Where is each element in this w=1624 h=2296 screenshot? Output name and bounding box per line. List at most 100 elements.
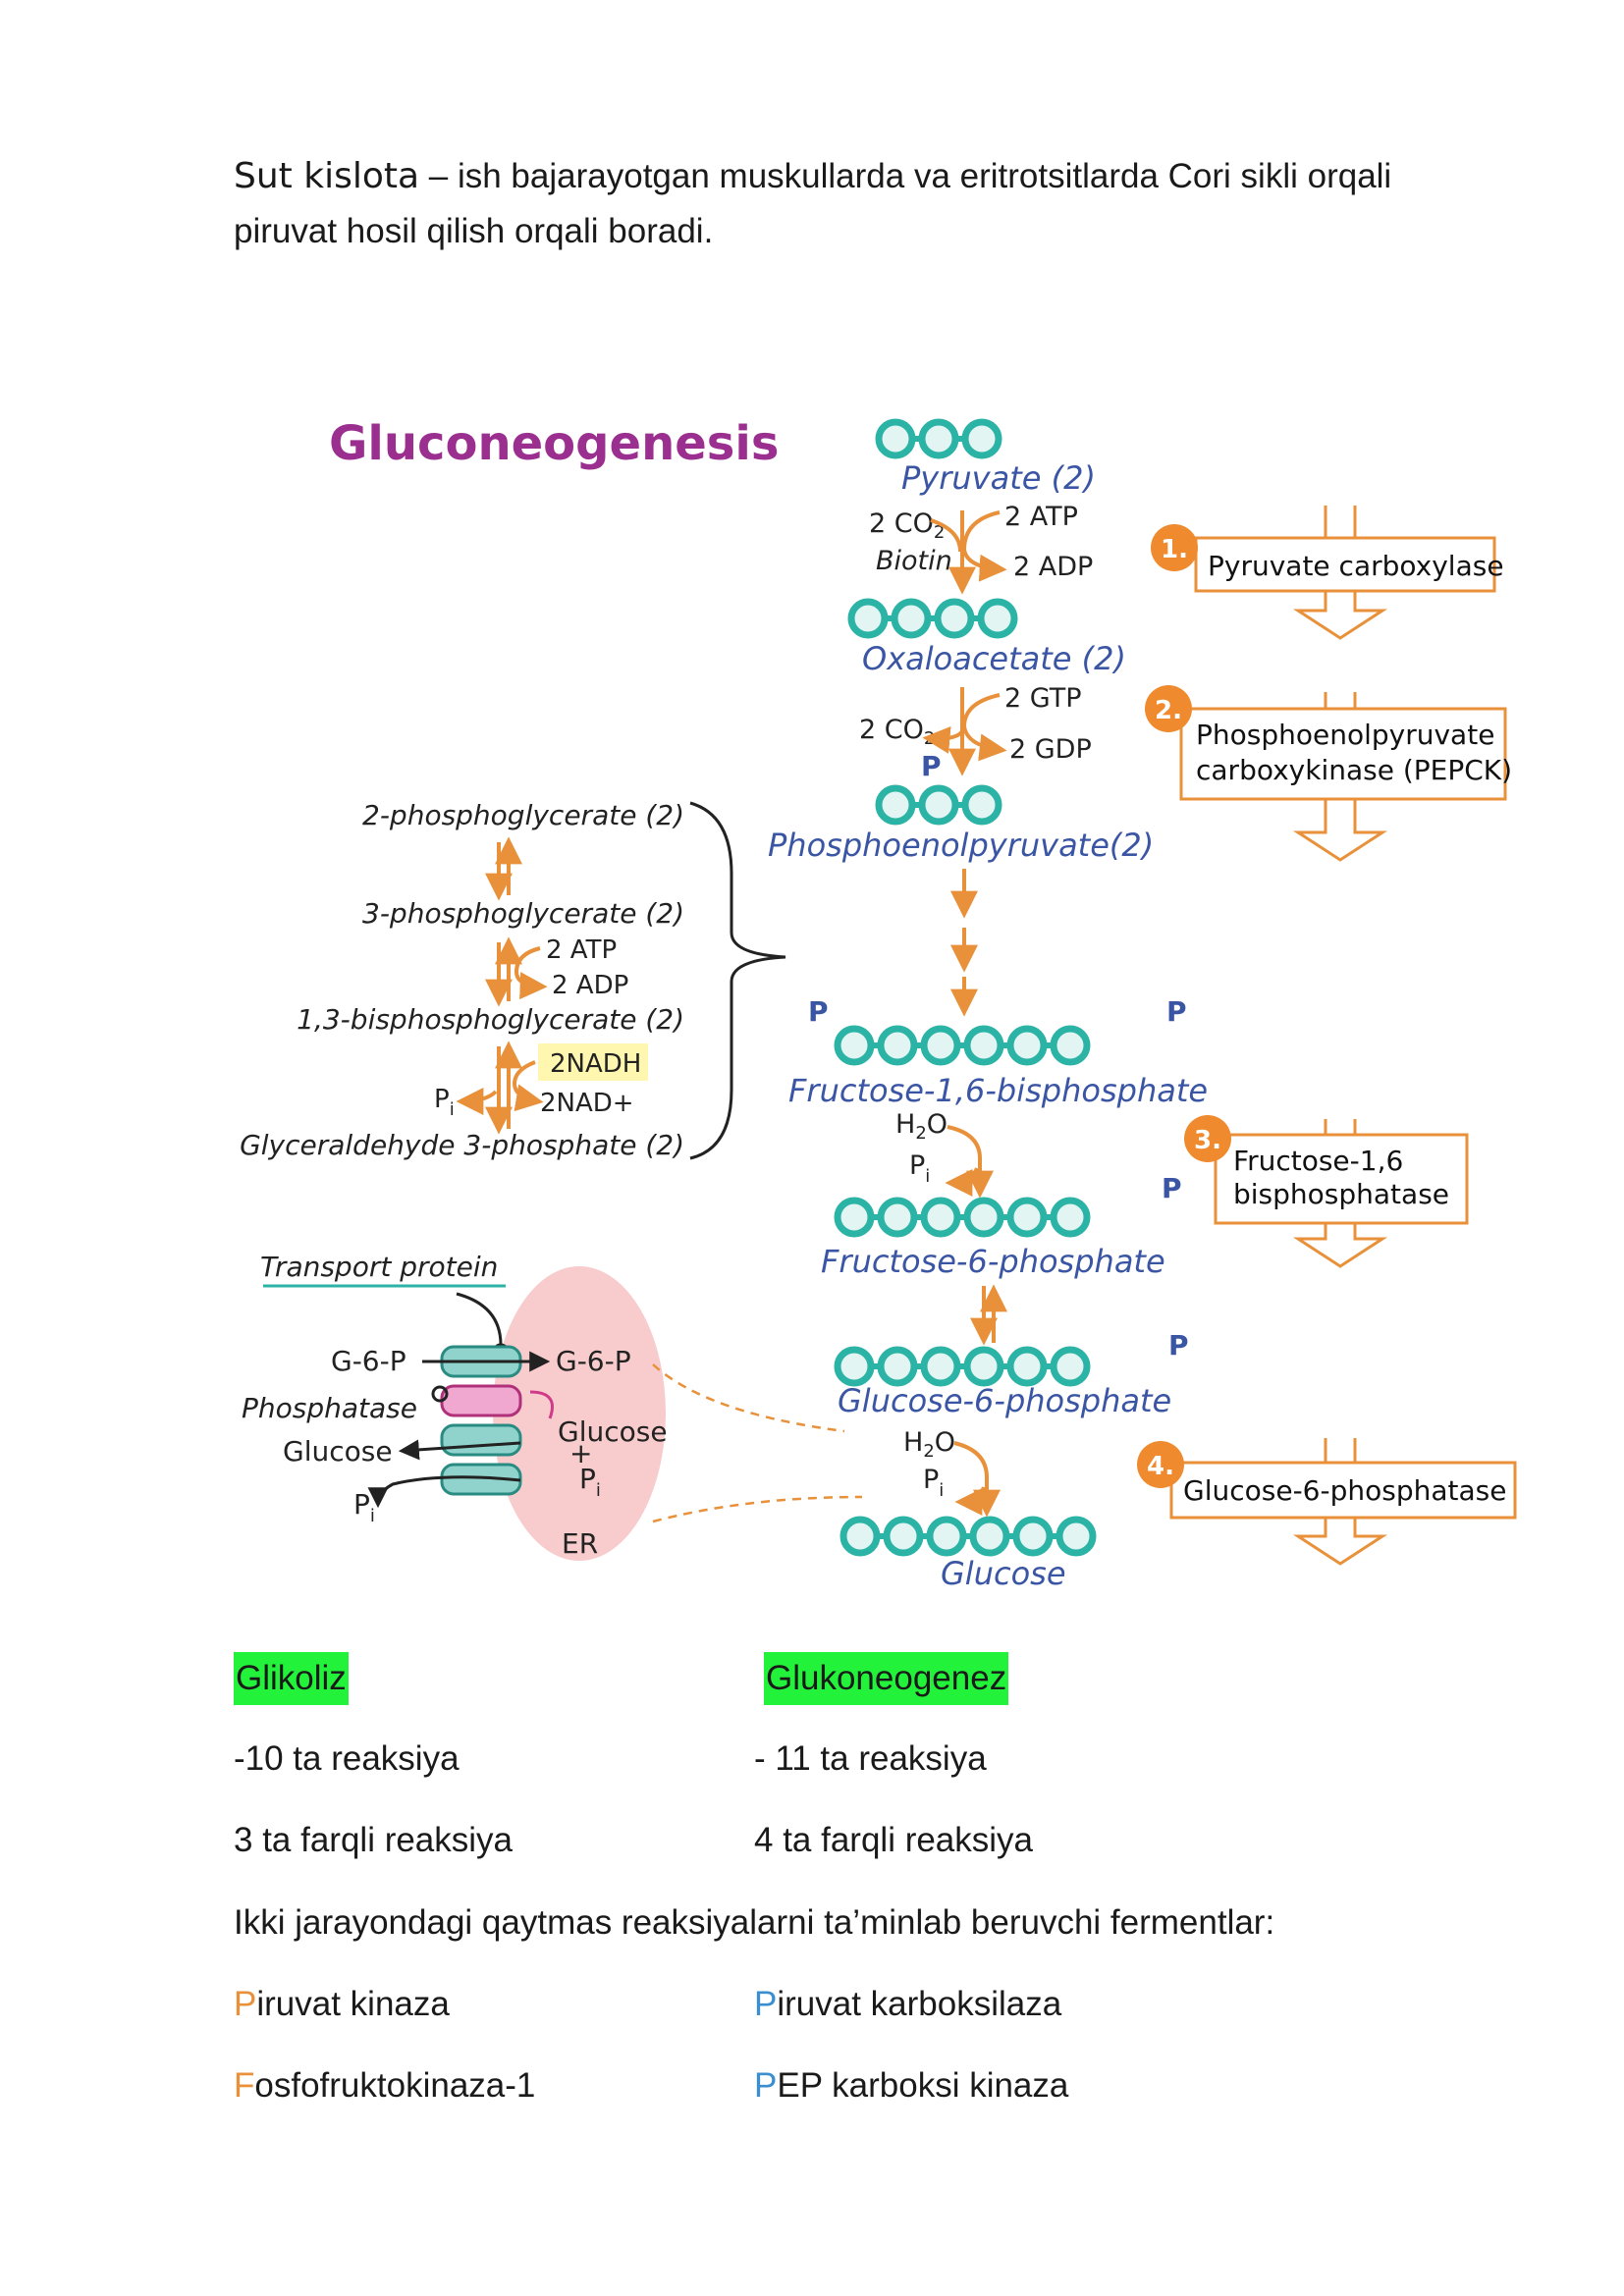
molecule-bead [1050,1197,1091,1238]
side-pi: Pi [434,1085,455,1120]
side-3pg: 3-phosphoglycerate (2) [362,897,684,930]
molecule-bead [918,784,959,826]
side-bpg: 1,3-bisphosphoglycerate (2) [297,1003,684,1036]
enzyme-step-1: 1. Pyruvate carboxylase [1151,506,1504,640]
molecule-bead [1006,1025,1048,1066]
molecule-bead [877,1025,918,1066]
intro-term: Sut kislota [234,156,420,196]
molecule-bead [961,418,1002,459]
enzyme-step-2: 2. Phosphoenolpyruvate carboxykinase (PE… [1145,685,1512,862]
f16bp-phosphate-right: P [1166,995,1187,1028]
molecule-bead [1050,1025,1091,1066]
molecule-bead [834,1197,875,1238]
molecule-bead [920,1025,961,1066]
er-phosphatase-label: Phosphatase [242,1392,417,1424]
glikoliz-distinct: 3 ta farqli reaksiya [234,1821,514,1859]
intro-text: ish bajarayotgan muskullarda va eritrots… [234,157,1392,250]
pep-phosphate-label: P [921,750,942,782]
enzyme-name-2b: carboxykinase (PEPCK) [1196,754,1512,786]
side-nadh: 2NADH [550,1049,641,1079]
pep-label: Phosphoenolpyruvate(2) [768,827,1154,864]
adp-label-1: 2 ADP [1013,552,1093,582]
enzyme-name-3a: Fructose-1,6 [1233,1145,1403,1177]
molecule-bead [839,1516,881,1557]
molecule-bead [934,598,975,639]
enzymes-intro-line: Ikki jarayondagi qaytmas reaksiyalarni t… [234,1898,1451,1948]
glikoliz-heading: Glikoliz [234,1652,349,1705]
biotin-label: Biotin [876,546,952,576]
co2-label-1: 2 CO2 [869,508,945,543]
er-compartment [493,1266,666,1561]
molecule-bead [920,1346,961,1387]
enzyme-number-1: 1. [1161,535,1188,564]
fosfofruktokinaza: Fosfofruktokinaza-1 [234,2066,536,2105]
molecule-bead [875,784,916,826]
atp-label-1: 2 ATP [1004,502,1078,532]
side-gap: Glyceraldehyde 3-phosphate (2) [240,1129,684,1161]
side-atp: 2 ATP [546,935,617,965]
f6p-label: Fructose-6-phosphate [821,1243,1165,1280]
er-pi-left: Pi [353,1488,375,1526]
molecule-bead [918,418,959,459]
pyruvate-label: Pyruvate (2) [901,459,1096,497]
molecule-bead [877,1346,918,1387]
glukoneogenez-heading: Glukoneogenez [764,1652,1009,1705]
molecule-bead [963,1197,1004,1238]
figure-title: Gluconeogenesis [329,416,779,471]
f6p-phosphate-label: P [1162,1172,1182,1204]
enzymes-intro: Ikki jarayondagi qaytmas reaksiyalarni t… [234,1903,1275,1942]
molecule-bead [920,1197,961,1238]
gdp-label: 2 GDP [1009,734,1092,765]
molecule-beads [834,418,1097,1557]
er-pi-right: Pi [579,1463,601,1501]
molecule-bead [834,1025,875,1066]
pi-label-2: Pi [923,1465,944,1501]
glikoliz-reactions: -10 ta reaksiya [234,1739,460,1778]
piruvat-karboksilaza: Piruvat karboksilaza [754,1985,1062,2023]
side-adp: 2 ADP [552,971,628,1000]
molecule-bead [891,598,932,639]
er-g6p-right: G-6-P [556,1345,631,1377]
glucose-label: Glucose [941,1555,1066,1592]
glukoneogenez-distinct: 4 ta farqli reaksiya [754,1821,1034,1859]
enzyme-name-1: Pyruvate carboxylase [1208,550,1504,582]
molecule-bead [977,598,1018,639]
g6p-phosphate-label: P [1168,1329,1189,1362]
enzyme-name-4: Glucose-6-phosphatase [1183,1474,1506,1507]
oxaloacetate-label: Oxaloacetate (2) [862,640,1126,677]
enzyme-step-4: 4. Glucose-6-phosphatase [1137,1438,1517,1566]
pi-label-1: Pi [909,1150,930,1187]
molecule-bead [1012,1516,1054,1557]
enzyme-name-2a: Phosphoenolpyruvate [1196,719,1494,751]
h2o-label-1: H2O [895,1109,947,1144]
er-transport-label: Transport protein [260,1251,498,1283]
er-plus: + [569,1437,592,1469]
enzyme-step-3: 3. Fructose-1,6 bisphosphatase [1184,1115,1469,1268]
glukoneogenez-reactions: - 11 ta reaksiya [754,1739,987,1778]
enzyme-number-3: 3. [1194,1126,1221,1155]
molecule-bead [883,1516,924,1557]
molecule-bead [834,1346,875,1387]
gluconeogenesis-figure: Gluconeogenesis Pyruvate (2) Oxaloacetat… [240,416,1517,1592]
molecule-bead [926,1516,967,1557]
molecule-bead [1006,1197,1048,1238]
comparison-row-2: 3 ta farqli reaksiya 4 ta farqli reaksiy… [234,1816,1451,1865]
er-g6p-left: G-6-P [331,1345,406,1377]
pep-karboksi-kinaza: PEP karboksi kinaza [754,2066,1069,2105]
molecule-bead [877,1197,918,1238]
molecule-bead [961,784,1002,826]
nadh-highlight [538,1043,648,1081]
enzymes-row-1: Piruvat kinaza Piruvat karboksilaza [234,1980,1451,2029]
molecule-bead [1006,1346,1048,1387]
er-glucose-left: Glucose [283,1435,393,1468]
piruvat-kinaza: Piruvat kinaza [234,1985,450,2023]
side-2pg: 2-phosphoglycerate (2) [362,799,684,831]
comparison-heading-row: Glikoliz Glukoneogenez [234,1652,1451,1705]
intro-paragraph: Sut kislota – ish bajarayotgan muskullar… [234,149,1451,259]
intro-dash: – [419,157,458,195]
enzyme-number-4: 4. [1147,1452,1174,1481]
side-brace [689,801,786,1160]
molecule-bead [963,1346,1004,1387]
molecule-bead [847,598,889,639]
molecule-bead [963,1025,1004,1066]
